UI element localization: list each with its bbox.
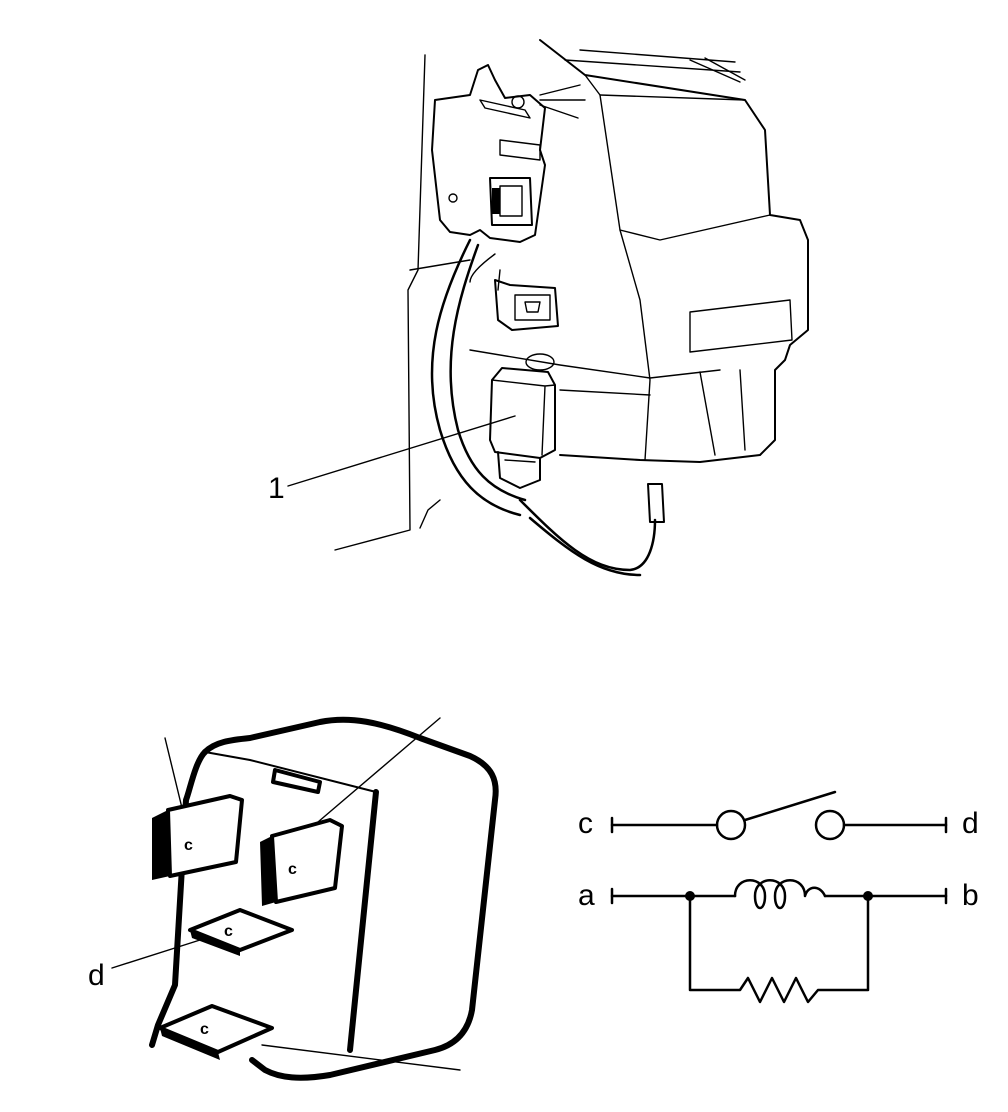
terminal-pad-3 <box>188 908 294 952</box>
leader-pad-4 <box>261 1044 461 1071</box>
resistor-branch <box>688 894 870 1004</box>
terminal-mark-1: c <box>184 837 193 854</box>
relay-schematic: c d a b <box>578 790 979 1004</box>
relay-tab <box>271 768 322 794</box>
terminal-mark-3: c <box>224 923 233 940</box>
terminal-pad-2 <box>270 818 344 904</box>
leader-pad-1 <box>164 737 183 809</box>
main-housing <box>539 39 809 463</box>
switch-contact-right <box>814 809 846 841</box>
schematic-label-d: d <box>962 807 979 840</box>
coil-symbol <box>733 879 827 910</box>
terminal-mark-2: c <box>288 861 297 878</box>
terminal-pad-4 <box>158 1004 274 1054</box>
callout-d: d <box>88 959 105 992</box>
terminal-pad-1 <box>166 794 244 878</box>
relay-socket <box>497 451 541 489</box>
callout-1: 1 <box>268 472 285 505</box>
schematic-label-a: a <box>578 879 595 912</box>
upper-bracket <box>431 64 546 243</box>
leader-pad-3 <box>111 939 201 969</box>
frame-edge <box>334 54 426 551</box>
relay-body-outline <box>202 716 499 1081</box>
callout-leader-1 <box>287 415 516 487</box>
relay-side-edge <box>347 789 379 1053</box>
mounting-illustration: 1 <box>268 39 809 577</box>
leader-pad-2 <box>317 717 441 823</box>
side-connector <box>494 279 559 331</box>
schematic-label-b: b <box>962 879 979 912</box>
relay-closeup: c c c c d <box>88 716 499 1081</box>
harness-left <box>430 238 522 517</box>
wire-connector <box>647 483 665 523</box>
upper-connector <box>489 177 533 226</box>
switch-blade <box>743 790 837 822</box>
schematic-label-c: c <box>578 807 593 840</box>
switch-contact-left <box>715 809 747 841</box>
relay-body <box>489 367 556 459</box>
harness-right <box>518 498 657 572</box>
terminal-mark-4: c <box>200 1021 209 1038</box>
